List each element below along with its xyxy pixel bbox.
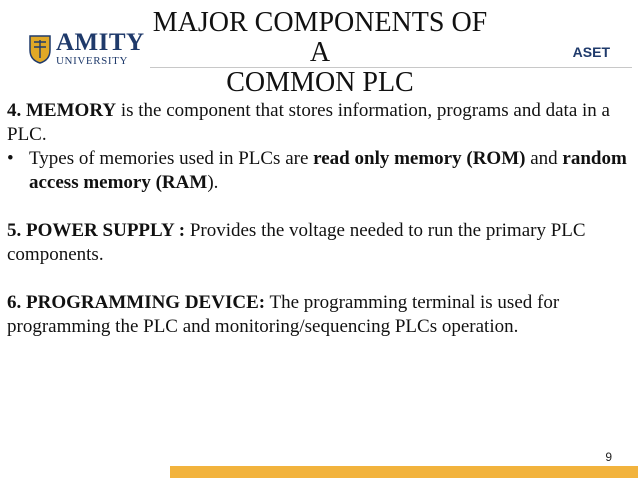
memory-text: is the component that stores information…	[7, 100, 610, 145]
memory-types-prefix: Types of memories used in PLCs are	[29, 148, 314, 169]
page-number: 9	[605, 450, 612, 464]
memory-types-text: Types of memories used in PLCs are read …	[29, 147, 633, 195]
memory-types-and: and	[525, 148, 563, 169]
rom-label: read only memory (ROM)	[313, 148, 526, 169]
amity-crest-icon	[29, 34, 51, 64]
amity-logo: AMITY UNIVERSITY	[28, 30, 145, 67]
power-supply-text: Provides the voltage needed to run the p…	[7, 220, 586, 265]
slide-content: 4. MEMORY is the component that stores i…	[7, 99, 633, 339]
aset-tag: ASET	[572, 44, 610, 60]
bullet-dot-icon: •	[7, 148, 14, 169]
logo-name: AMITY	[56, 29, 145, 56]
memory-types-bullet: • Types of memories used in PLCs are rea…	[7, 147, 633, 195]
memory-types-end: ).	[207, 172, 219, 193]
programming-device-text: The programming terminal is used for pro…	[7, 292, 560, 337]
power-supply-heading: 5. POWER SUPPLY :	[7, 220, 186, 241]
programming-device-heading: 6. PROGRAMMING DEVICE:	[7, 292, 266, 313]
power-supply-paragraph: 5. POWER SUPPLY : Provides the voltage n…	[7, 219, 633, 267]
footer-accent-bar	[170, 466, 638, 478]
memory-paragraph: 4. MEMORY is the component that stores i…	[7, 99, 633, 147]
memory-heading: 4. MEMORY	[7, 100, 117, 121]
header-divider	[150, 67, 632, 68]
slide-title-line-1: MAJOR COMPONENTS OF A	[152, 7, 488, 68]
slide-title-line-2: COMMON PLC	[226, 67, 414, 98]
ram-label: random access memory (RAM	[29, 148, 627, 193]
programming-device-paragraph: 6. PROGRAMMING DEVICE: The programming t…	[7, 291, 633, 339]
logo-subtitle: UNIVERSITY	[56, 55, 128, 67]
slide-title: MAJOR COMPONENTS OF A COMMON PLC	[150, 8, 490, 98]
